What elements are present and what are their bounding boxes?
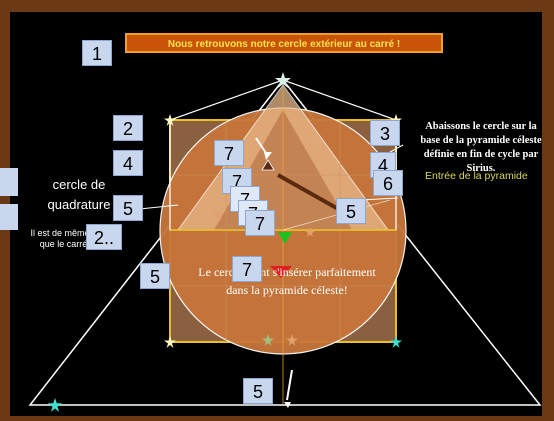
star-icon	[164, 114, 176, 126]
step-badge-6[interactable]: 6	[373, 170, 403, 196]
green-triangle-marker-icon	[278, 232, 292, 244]
step-badge-5-left[interactable]: 5	[113, 195, 143, 221]
pointer-line	[389, 144, 404, 153]
right-explanation-text: Abaissons le cercle sur la base de la py…	[420, 121, 542, 174]
outer-triangle	[28, 78, 542, 406]
step-badge-5-bottom-left[interactable]: 5	[140, 263, 170, 289]
star-icon	[275, 72, 291, 88]
step-badge-2-dots[interactable]: 2..	[86, 224, 122, 250]
step-badge-7[interactable]: 7	[214, 140, 244, 166]
step-badge-5-right[interactable]: 5	[336, 198, 366, 224]
inner-beam	[277, 173, 341, 212]
star-icon	[212, 209, 224, 221]
step-badge-1[interactable]: 1	[82, 40, 112, 66]
arrow-head	[284, 402, 291, 408]
offscreen-badge-edge	[0, 168, 18, 196]
step-badge-7[interactable]: 7	[232, 256, 262, 282]
red-triangle-marker-icon	[270, 266, 292, 278]
step-badge-5-bottom[interactable]: 5	[243, 378, 273, 404]
title-banner: Nous retrouvons notre cercle extérieur a…	[125, 33, 443, 53]
step-badge-7[interactable]: 7	[245, 210, 275, 236]
center-explanation-text: Le cercle vient s'insérer parfaitement d…	[198, 265, 376, 297]
star-icon	[48, 398, 62, 412]
star-icon	[164, 336, 176, 348]
step-badge-4-left[interactable]: 4	[113, 150, 143, 176]
pointer-line	[359, 197, 399, 201]
quadrature-circle-note: Il est de même surface que le carré-base…	[30, 228, 122, 249]
offscreen-badge-edge	[0, 204, 18, 230]
arrow-head	[264, 152, 272, 160]
star-icon	[262, 334, 274, 346]
star-icon	[286, 334, 298, 346]
step-badge-2[interactable]: 2	[113, 115, 143, 141]
pyramid-entrance-label: Entrée de la pyramide	[425, 170, 528, 182]
quadrature-circle-label: cercle de quadrature	[47, 177, 111, 212]
star-icon	[390, 336, 402, 348]
star-icon	[305, 227, 315, 237]
up-marker-icon	[261, 159, 275, 171]
arrow-down-icon	[286, 369, 293, 401]
step-badge-3[interactable]: 3	[370, 120, 400, 146]
